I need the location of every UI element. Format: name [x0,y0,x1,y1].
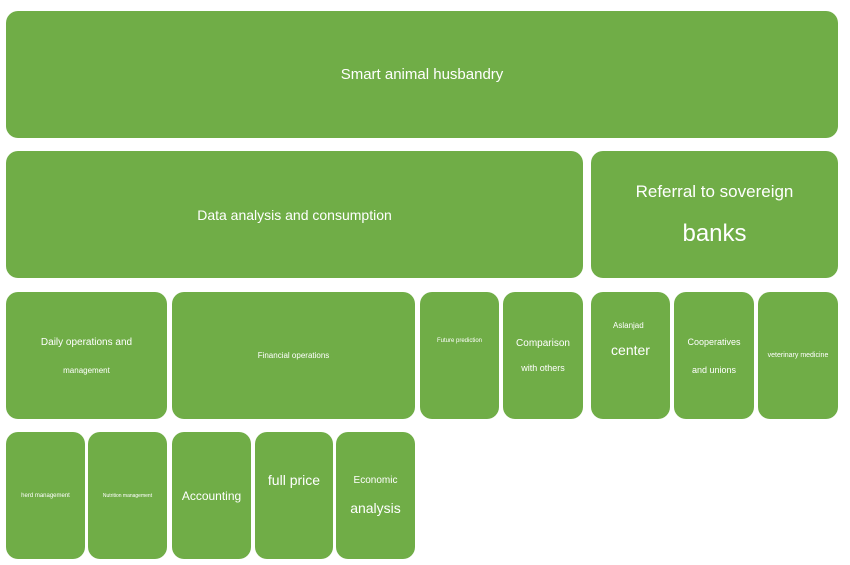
box-referral-banks: Referral to sovereign banks [591,151,838,278]
label-line-1: Referral to sovereign [635,181,794,201]
box-herd-management: herd management [6,432,85,559]
label-line-2: banks [682,219,747,247]
label-line-2: center [611,342,650,358]
box-veterinary: veterinary medicine [758,292,838,419]
label-line-2: management [63,365,110,375]
label-line-2: with others [521,363,565,373]
box-data-analysis: Data analysis and consumption [6,151,583,278]
label: Financial operations [257,351,330,360]
label: Data analysis and consumption [197,206,392,223]
label-line-2: and unions [691,364,737,375]
box-cooperatives: Cooperatives and unions [674,292,754,419]
box-smart-animal-husbandry: Smart animal husbandry [6,11,838,138]
box-future-prediction: Future prediction [420,292,499,419]
label: Nutrition management [102,492,153,499]
box-nutrition-management: Nutrition management [88,432,167,559]
label-line-1: Comparison [516,338,570,349]
label-line-1: Aslanjad [613,321,644,330]
box-economic-analysis: Economic analysis [336,432,415,559]
label-line-1: Economic [353,475,398,486]
box-comparison: Comparison with others [503,292,583,419]
label: Future prediction [436,338,483,344]
label: veterinary medicine [767,352,829,359]
label: herd management [21,492,70,499]
label-line-1: Cooperatives [687,336,741,347]
label-line-1: Daily operations and [40,336,133,348]
box-aslanjad-center: Aslanjad center [591,292,670,419]
box-full-price: full price [255,432,333,559]
box-daily-operations: Daily operations and management [6,292,167,419]
label: Accounting [181,488,242,503]
label-line-2: analysis [350,500,401,516]
label: full price [267,472,321,488]
box-accounting: Accounting [172,432,251,559]
box-financial-operations: Financial operations [172,292,415,419]
label: Smart animal husbandry [340,66,504,83]
